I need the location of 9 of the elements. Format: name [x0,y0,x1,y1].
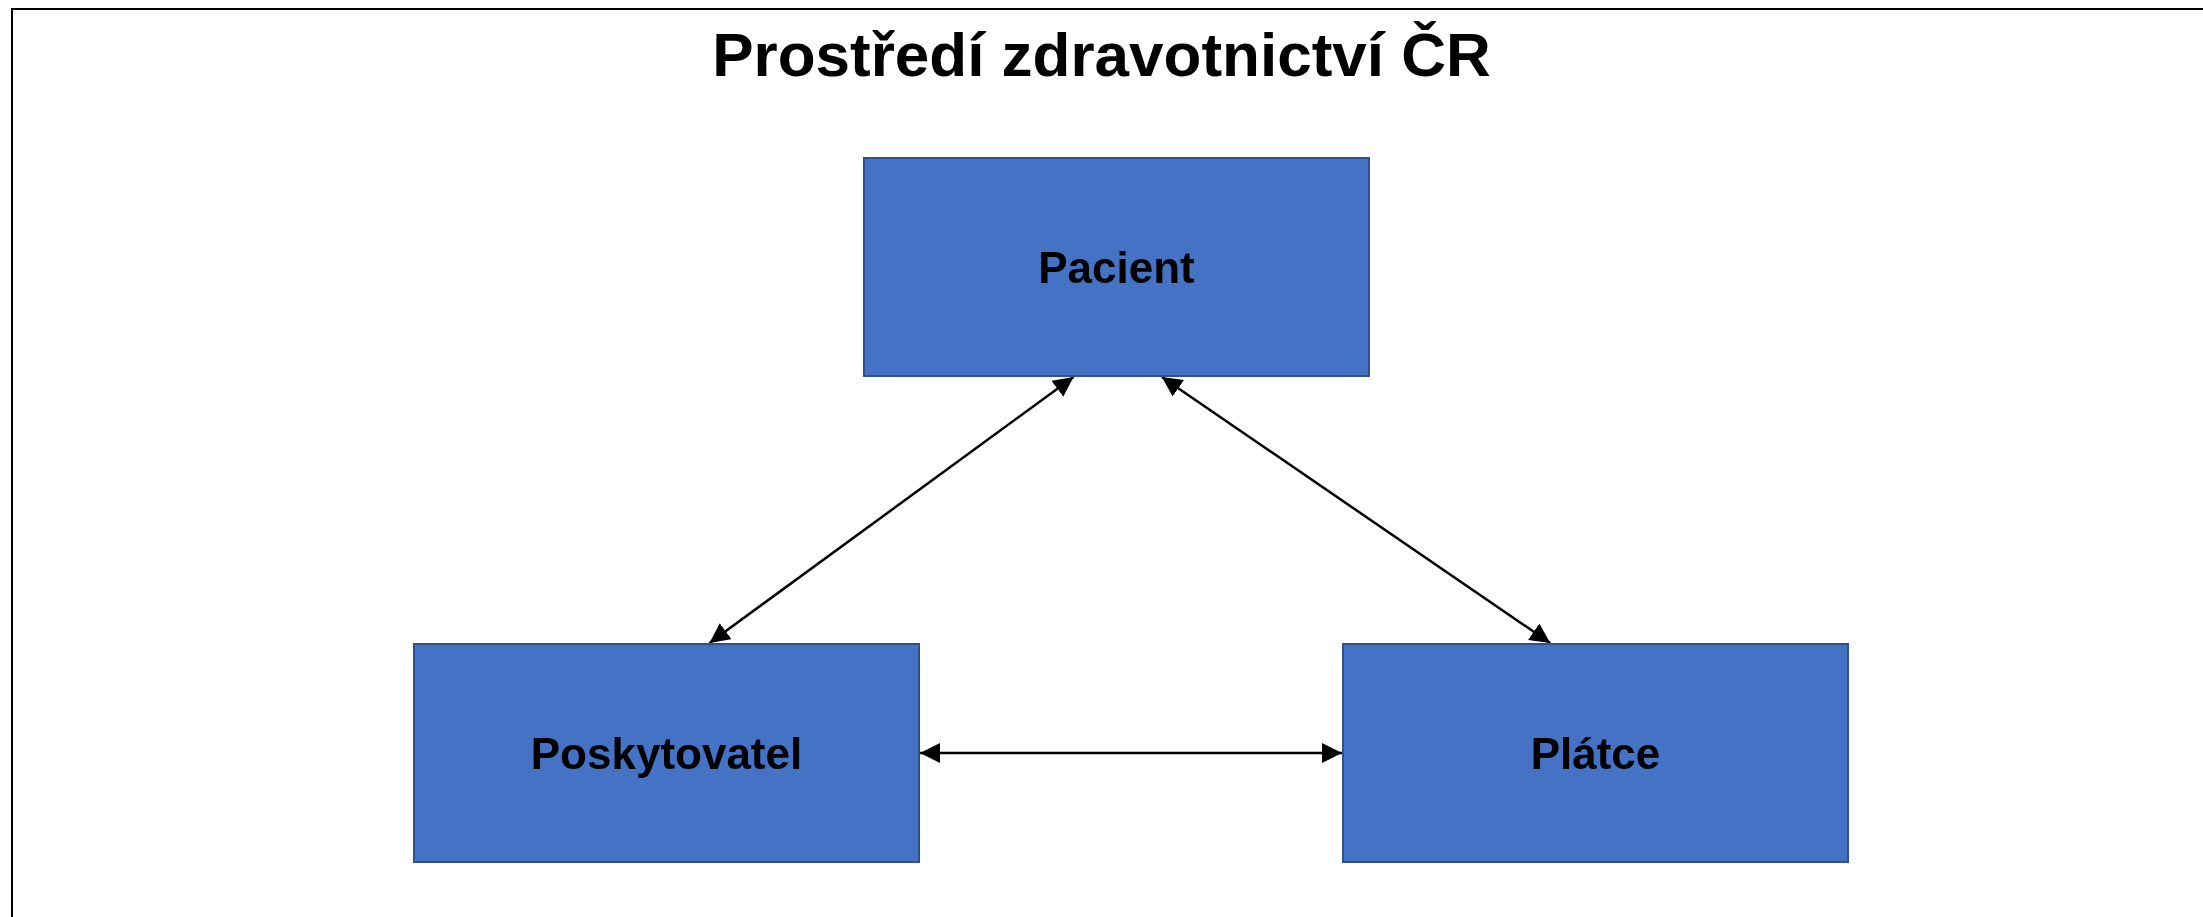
entity-label: Pacient [1038,241,1195,294]
double-arrow [920,743,1342,763]
entity-box [863,157,1370,377]
entity-label: Plátce [1530,727,1661,780]
double-arrow [708,376,1075,644]
entity-label: Poskytovatel [530,727,803,780]
entity-box [1342,643,1849,863]
entity-box [413,643,920,863]
double-arrow [1161,375,1551,645]
